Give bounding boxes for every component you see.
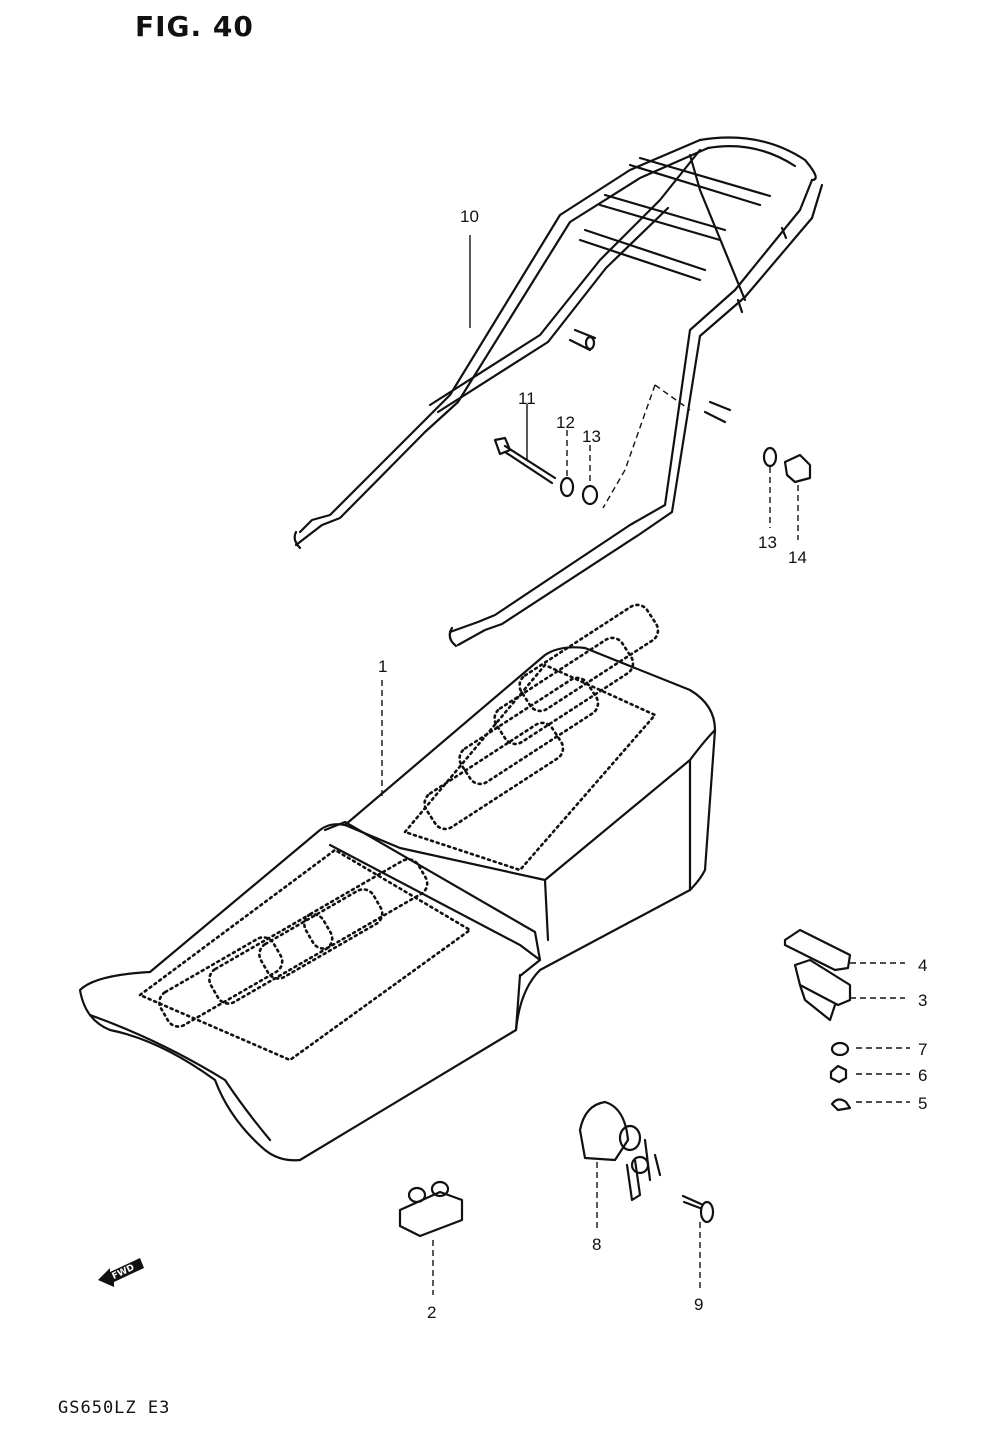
bolt-11[interactable]: [493, 436, 557, 485]
washer-13-left[interactable]: [581, 484, 599, 506]
callout-10: 10: [460, 207, 479, 226]
bracket-3[interactable]: [793, 958, 852, 1022]
leader-rail-pin: [654, 384, 691, 411]
cap-nut-14[interactable]: [783, 453, 812, 484]
washer-7[interactable]: [830, 1041, 850, 1057]
callout-14: 14: [788, 548, 807, 567]
callout-3: 3: [918, 991, 927, 1010]
callout-9: 9: [694, 1295, 703, 1314]
callout-6: 6: [918, 1066, 927, 1085]
callout-4: 4: [918, 956, 927, 975]
clip-5[interactable]: [830, 1098, 852, 1112]
seat-rear-stitch-panels: [402, 603, 660, 872]
seat-lock-8[interactable]: [578, 1100, 662, 1202]
callout-2: 2: [427, 1303, 436, 1322]
callout-1: 1: [378, 657, 387, 676]
figure-title: FIG. 40: [135, 10, 254, 43]
callout-8: 8: [592, 1235, 601, 1254]
callout-12: 12: [556, 413, 575, 432]
callout-13-right: 13: [758, 533, 777, 552]
screw-9[interactable]: [681, 1194, 715, 1224]
leader-rail-bolt: [602, 384, 656, 509]
seat-front-stitch-panels: [137, 848, 473, 1062]
plate-4[interactable]: [783, 928, 852, 972]
rear-carrier-rail[interactable]: [293, 136, 824, 648]
nut-6[interactable]: [829, 1064, 848, 1084]
forward-arrow-icon: FWD: [98, 1258, 144, 1287]
washer-13-right[interactable]: [762, 446, 778, 468]
cushion-2[interactable]: [398, 1180, 464, 1238]
callout-13-left: 13: [582, 427, 601, 446]
callout-5: 5: [918, 1094, 927, 1113]
callout-7: 7: [918, 1040, 927, 1059]
model-code: GS650LZ E3: [58, 1398, 171, 1418]
spring-washer-12[interactable]: [559, 476, 575, 498]
callout-11: 11: [518, 389, 536, 408]
seat[interactable]: [78, 646, 717, 1162]
